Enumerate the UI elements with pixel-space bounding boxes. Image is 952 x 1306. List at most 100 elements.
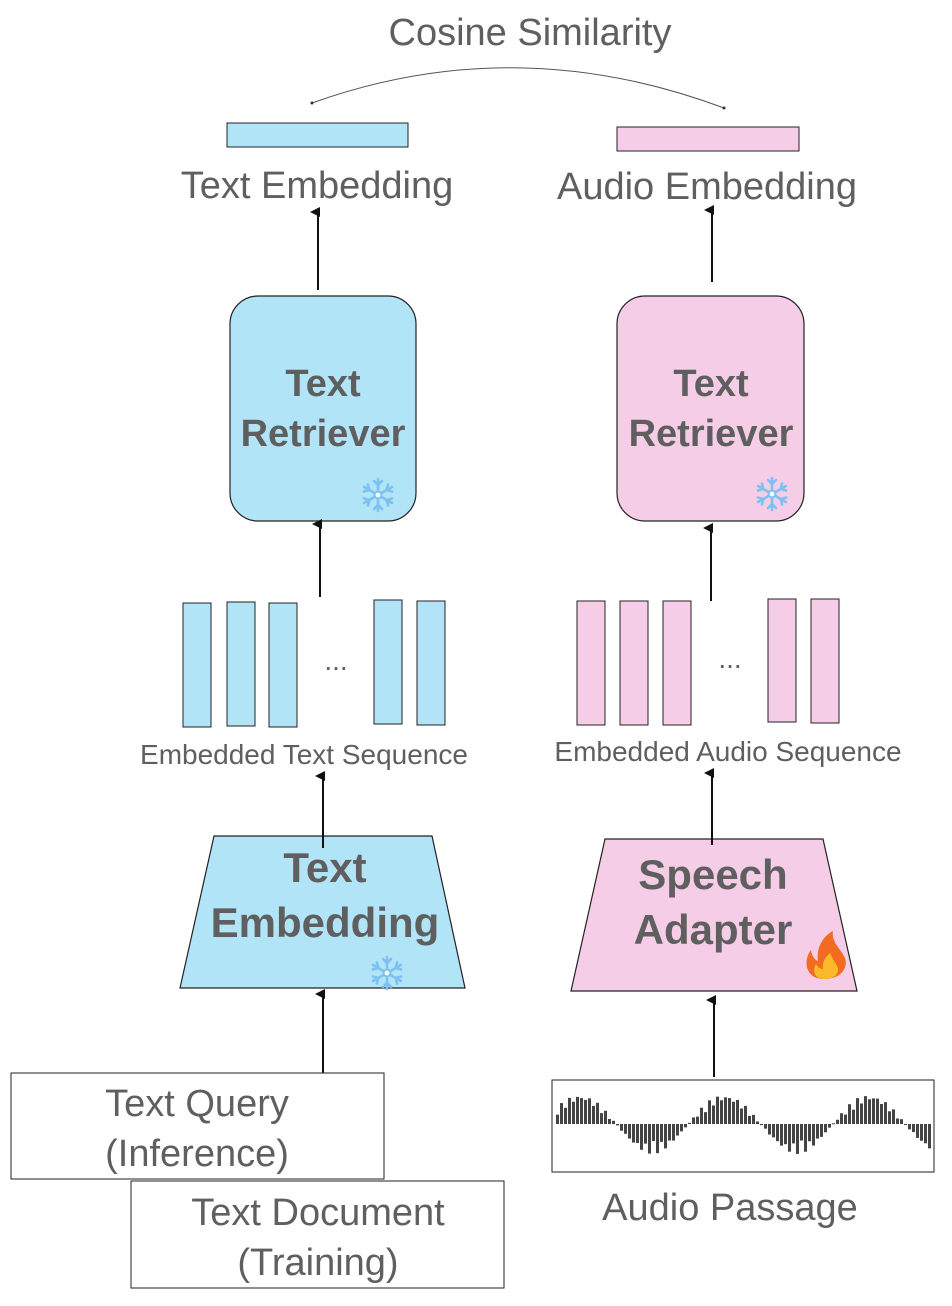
waveform-bar — [824, 1124, 827, 1133]
text-retriever-block-right: Text Retriever — [616, 295, 805, 522]
text-retriever-left-line2: Retriever — [241, 413, 406, 455]
waveform-bar — [916, 1124, 919, 1138]
waveform-bar — [736, 1099, 739, 1124]
text-retriever-block-left: Text Retriever — [229, 295, 417, 522]
waveform-bar — [712, 1105, 715, 1124]
text-embedding-layer-line2: Embedding — [211, 899, 440, 946]
waveform-bar — [748, 1115, 751, 1124]
waveform-bar — [720, 1100, 723, 1124]
waveform-bar — [600, 1113, 603, 1124]
audio-token-bar — [810, 598, 840, 724]
embedded-text-sequence-label: Embedded Text Sequence — [140, 739, 468, 770]
waveform-bar — [640, 1124, 643, 1150]
speech-adapter-line1: Speech — [638, 851, 787, 898]
waveform-bar — [560, 1103, 563, 1124]
waveform-bar — [896, 1118, 899, 1124]
waveform-bar — [624, 1124, 627, 1134]
text-token-bar — [226, 601, 256, 727]
text-token-bar — [182, 602, 212, 728]
text-retriever-right-line1: Text — [673, 363, 749, 405]
embedded-audio-sequence-label: Embedded Audio Sequence — [554, 736, 901, 767]
waveform-bar — [572, 1101, 575, 1124]
waveform-bar — [612, 1120, 615, 1124]
waveform-bar — [844, 1114, 847, 1124]
waveform-bar — [892, 1109, 895, 1124]
waveform-bar — [780, 1124, 783, 1146]
text-document-line2: (Training) — [237, 1242, 398, 1284]
waveform-bar — [804, 1124, 807, 1152]
waveform-bar — [764, 1124, 767, 1129]
waveform-bar — [588, 1098, 591, 1124]
waveform-bar — [608, 1118, 611, 1124]
waveform-bar — [696, 1116, 699, 1124]
waveform-bar — [592, 1105, 595, 1124]
text-document-box: Text Document (Training) — [130, 1180, 505, 1289]
text-token-bar — [268, 602, 298, 728]
waveform-bar — [912, 1124, 915, 1133]
text-token-bar — [416, 600, 446, 726]
text-query-line2: (Inference) — [105, 1133, 289, 1175]
waveform-bar — [792, 1124, 795, 1144]
waveform-bar — [840, 1113, 843, 1124]
waveform-bar — [812, 1124, 815, 1146]
audio-token-bar — [619, 600, 649, 726]
waveform-bar — [656, 1124, 659, 1154]
waveform-bar — [668, 1124, 671, 1141]
waveform-bar — [768, 1124, 771, 1135]
audio-token-bar — [576, 600, 606, 726]
audio-token-bar — [767, 598, 797, 723]
waveform-bar — [676, 1124, 679, 1136]
waveform-bar — [900, 1119, 903, 1124]
waveform-bar — [756, 1121, 759, 1124]
waveform-bar — [660, 1124, 663, 1142]
waveform-bar — [700, 1107, 703, 1124]
waveform-bar — [784, 1124, 787, 1145]
audio-embedding-label: Audio Embedding — [557, 166, 857, 208]
waveform-bar — [876, 1098, 879, 1124]
text-embedding-layer-line1: Text — [283, 844, 366, 891]
waveform-bar — [772, 1124, 775, 1138]
audio-token-bar — [662, 600, 692, 726]
waveform-bar — [568, 1097, 571, 1124]
waveform-bar — [788, 1124, 791, 1152]
waveform-bar — [760, 1124, 763, 1126]
audio-waveform-box — [551, 1079, 935, 1173]
waveform-bar — [580, 1098, 583, 1124]
fire-icon — [806, 931, 846, 979]
waveform-bar — [880, 1103, 883, 1124]
waveform-bar — [744, 1105, 747, 1124]
text-sequence-ellipsis: ... — [324, 645, 347, 676]
text-embedding-label: Text Embedding — [181, 165, 454, 207]
waveform-bar — [672, 1124, 675, 1141]
waveform-bar — [732, 1101, 735, 1124]
waveform-bar — [860, 1103, 863, 1124]
waveform-bar — [632, 1124, 635, 1143]
waveform-bar — [680, 1124, 683, 1132]
waveform-bar — [728, 1098, 731, 1124]
waveform-bar — [800, 1124, 803, 1141]
waveform-bar — [616, 1124, 619, 1126]
similarity-arc — [311, 67, 725, 109]
waveform-bar — [556, 1114, 559, 1124]
waveform-bar — [836, 1119, 839, 1124]
waveform-bar — [644, 1124, 647, 1144]
embedded-text-sequence: ... — [182, 599, 446, 728]
waveform-bar — [908, 1124, 911, 1130]
waveform-bar — [584, 1099, 587, 1124]
waveform-bar — [924, 1124, 927, 1144]
waveform-bar — [740, 1108, 743, 1124]
waveform-bar — [708, 1100, 711, 1124]
waveform-bar — [872, 1098, 875, 1124]
waveform-bar — [716, 1096, 719, 1124]
waveform-bar — [920, 1124, 923, 1141]
speech-adapter-line2: Adapter — [634, 906, 793, 953]
similarity-arc-start — [310, 101, 314, 105]
waveform-bar — [628, 1124, 631, 1139]
text-embedding-vector — [226, 122, 409, 148]
text-retriever-right-line2: Retriever — [629, 413, 794, 455]
audio-passage-label: Audio Passage — [602, 1187, 858, 1229]
waveform-bar — [856, 1098, 859, 1124]
waveform-bar — [636, 1124, 639, 1144]
waveform-bar — [620, 1124, 623, 1131]
waveform-bar — [928, 1124, 931, 1149]
